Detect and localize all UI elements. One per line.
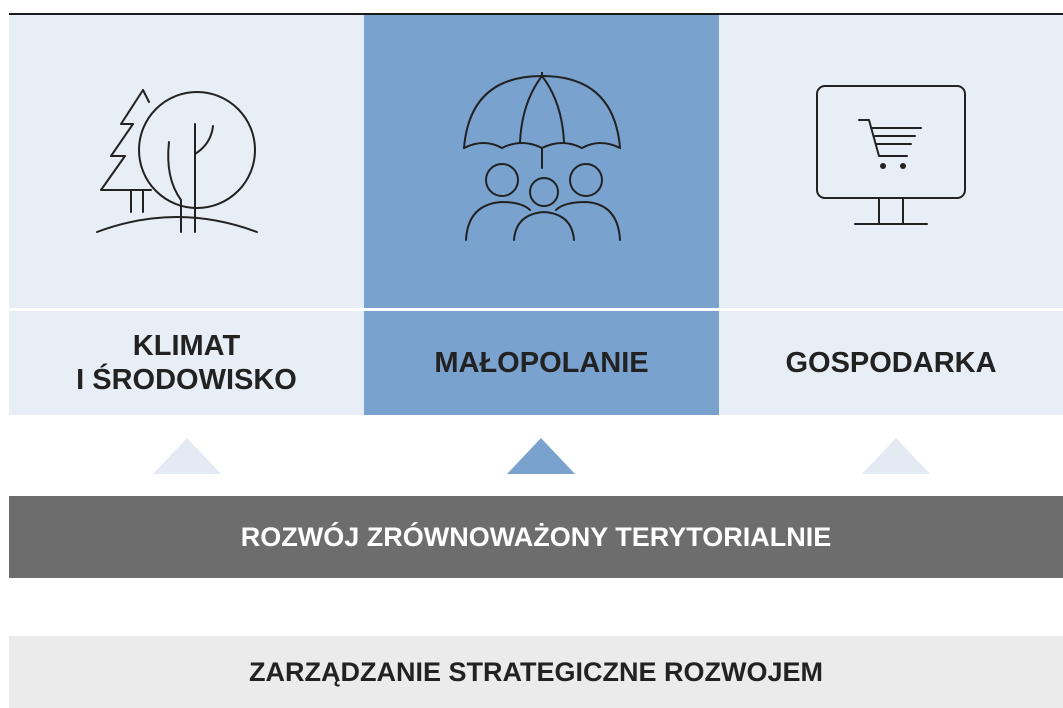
- trees-icon: [95, 88, 258, 233]
- band-territorial-development[interactable]: ROZWÓJ ZRÓWNOWAŻONY TERYTORIALNIE: [9, 496, 1063, 578]
- band-management-label: ZARZĄDZANIE STRATEGICZNE ROZWOJEM: [249, 656, 823, 687]
- pillar-economy-icon-area: [719, 15, 1063, 308]
- band-territorial-label: ROZWÓJ ZRÓWNOWAŻONY TERYTORIALNIE: [240, 521, 832, 552]
- pillar-economy[interactable]: GOSPODARKA: [719, 15, 1063, 415]
- pillar-people[interactable]: MAŁOPOLANIE: [364, 15, 719, 415]
- pillar-climate-label: KLIMAT I ŚRODOWISKO: [76, 330, 297, 396]
- pillar-divider: [364, 308, 719, 311]
- top-rule: [9, 13, 1063, 15]
- pillar-climate-icon-area: [9, 15, 364, 308]
- up-arrow-economy: [862, 438, 930, 474]
- up-arrow-climate: [153, 438, 221, 474]
- up-arrow-people: [507, 438, 575, 474]
- pillar-climate[interactable]: KLIMAT I ŚRODOWISKO: [9, 15, 364, 415]
- pillar-divider: [9, 308, 364, 311]
- pillar-divider: [719, 308, 1063, 311]
- umbrella-people-icon: [462, 71, 621, 241]
- pillar-people-icon-area: [364, 15, 719, 308]
- pillar-people-label: MAŁOPOLANIE: [434, 347, 649, 379]
- pillar-economy-label: GOSPODARKA: [785, 347, 997, 379]
- monitor-cart-icon: [816, 84, 966, 225]
- band-strategic-management[interactable]: ZARZĄDZANIE STRATEGICZNE ROZWOJEM: [9, 636, 1063, 708]
